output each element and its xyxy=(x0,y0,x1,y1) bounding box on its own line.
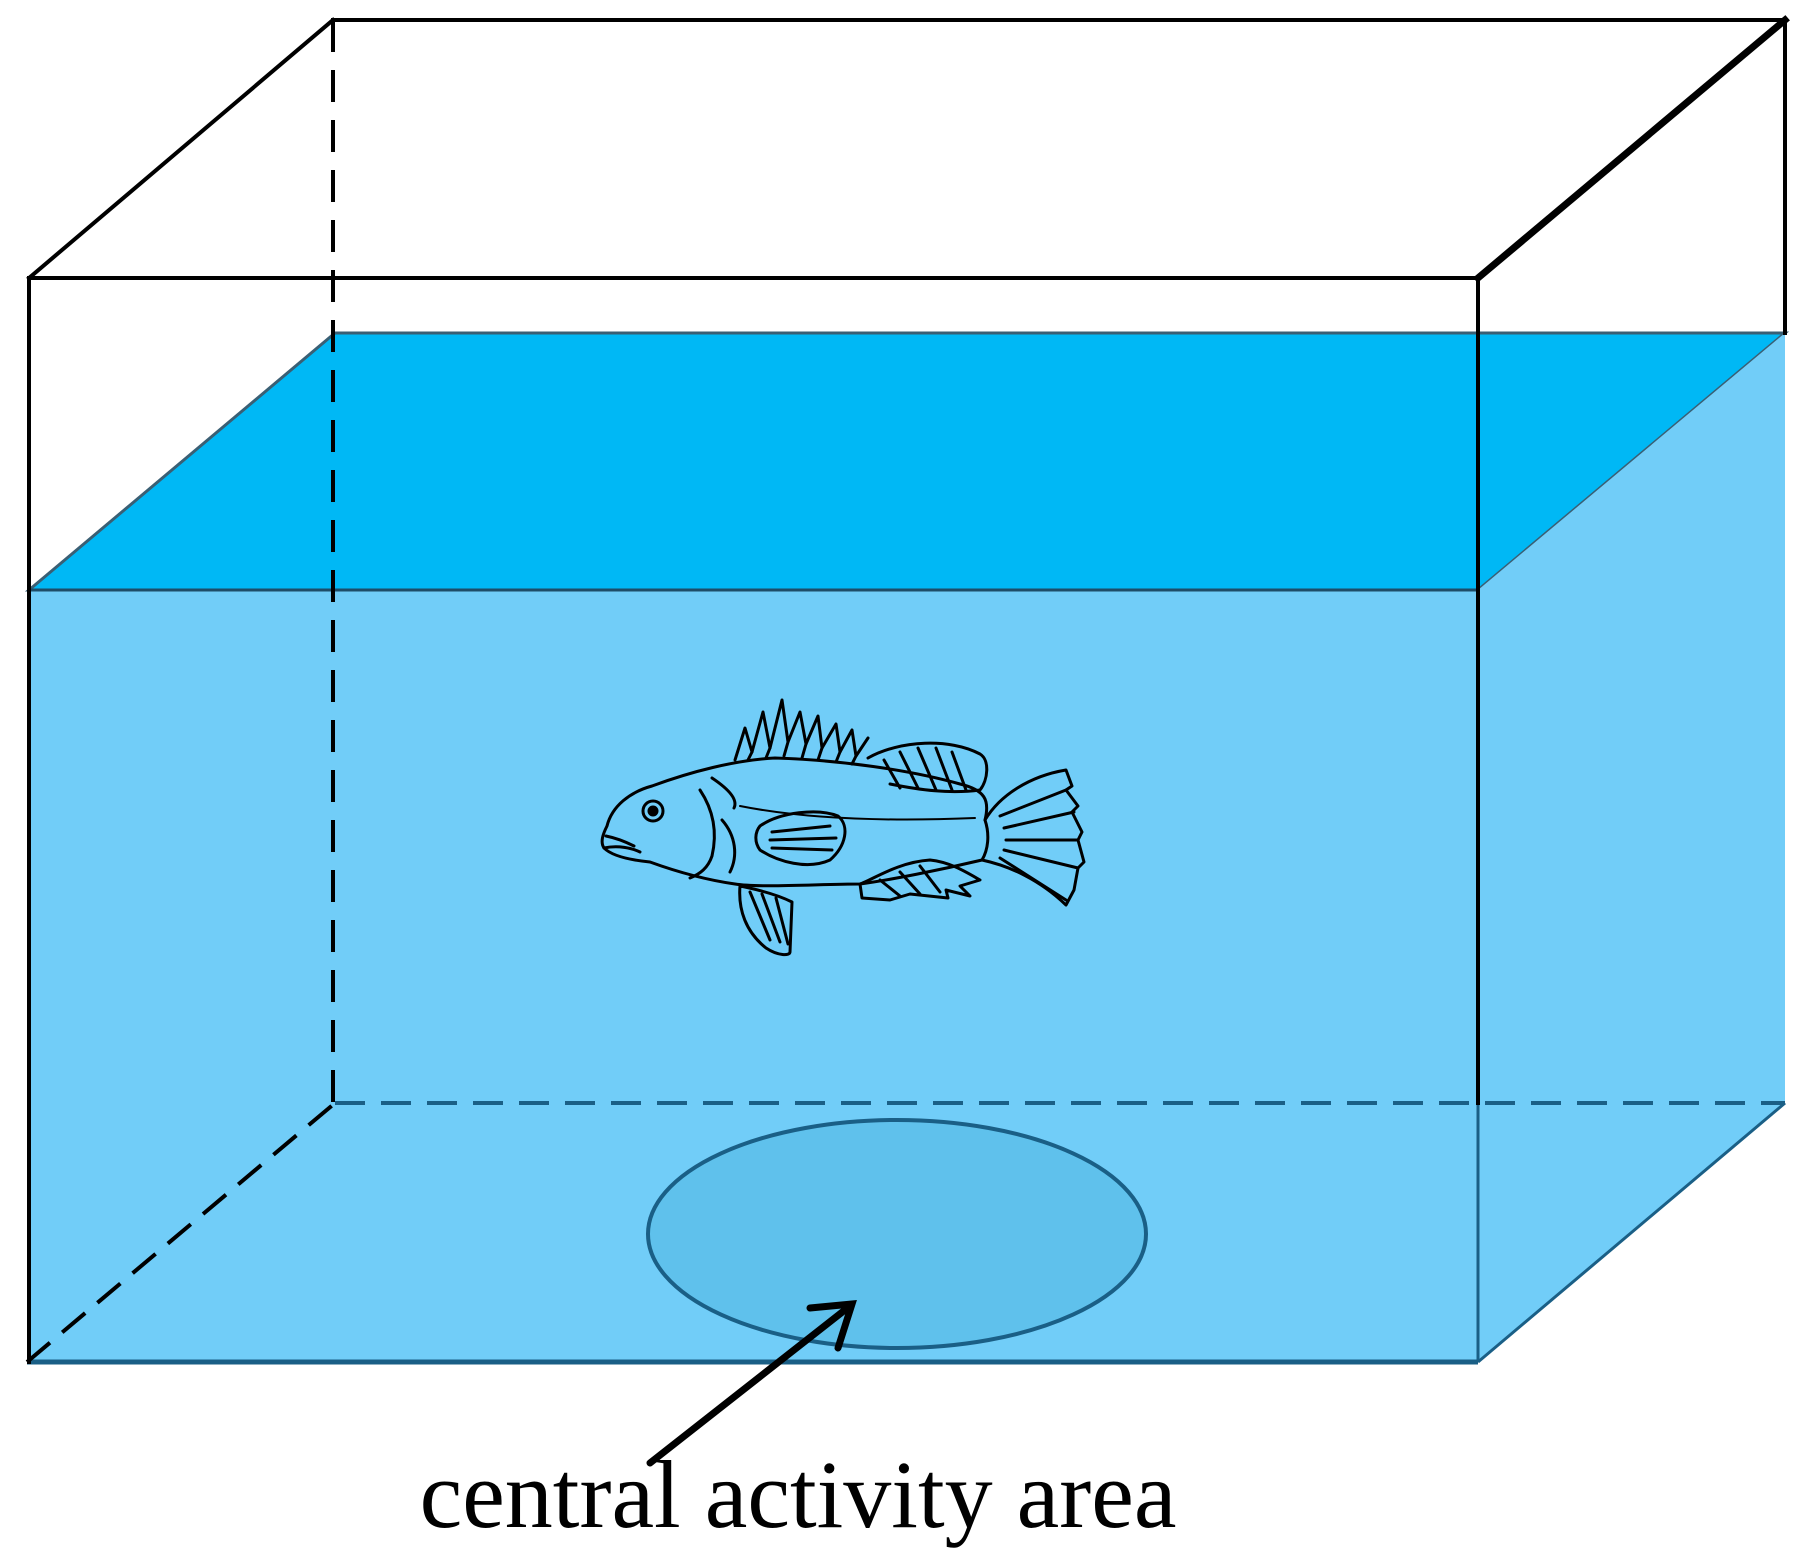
pointer-arrow xyxy=(646,1300,857,1467)
fish-icon xyxy=(600,698,1086,957)
water-right-bottom-edge xyxy=(1477,1101,1786,1364)
central-activity-area-label: central activity area xyxy=(420,1441,1177,1548)
tank-frame xyxy=(26,15,1790,1364)
left-bottom-edge xyxy=(25,1101,337,1364)
water-surface xyxy=(24,331,1790,592)
central-activity-area xyxy=(646,1118,1148,1350)
